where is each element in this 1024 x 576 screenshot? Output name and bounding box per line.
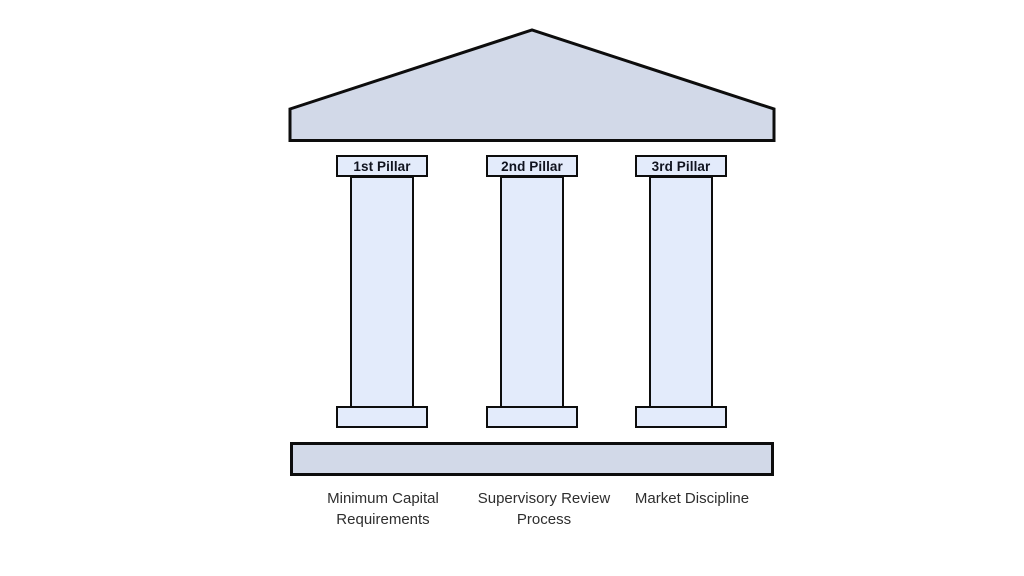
pillar-2-shaft	[500, 176, 564, 408]
pillar-3-base	[635, 406, 727, 428]
foundation-base	[290, 442, 774, 476]
pillar-1-base	[336, 406, 428, 428]
pillar-2-caption: Supervisory Review Process	[477, 490, 611, 528]
pillar-3-label: 3rd Pillar	[651, 158, 711, 174]
pillar-2-base	[486, 406, 578, 428]
pillar-3-capital: 3rd Pillar	[635, 155, 727, 177]
pillar-3-caption: Market Discipline	[634, 490, 750, 507]
pillar-1-label: 1st Pillar	[353, 158, 411, 174]
pillar-3-shaft	[649, 176, 713, 408]
pediment-shape	[288, 28, 776, 142]
pediment-roof	[288, 28, 776, 142]
pillar-2-capital: 2nd Pillar	[486, 155, 578, 177]
pillar-2-label: 2nd Pillar	[501, 158, 563, 174]
pillar-1-capital: 1st Pillar	[336, 155, 428, 177]
pillar-1-caption: Minimum Capital Requirements	[327, 490, 439, 528]
pillar-1-shaft	[350, 176, 414, 408]
